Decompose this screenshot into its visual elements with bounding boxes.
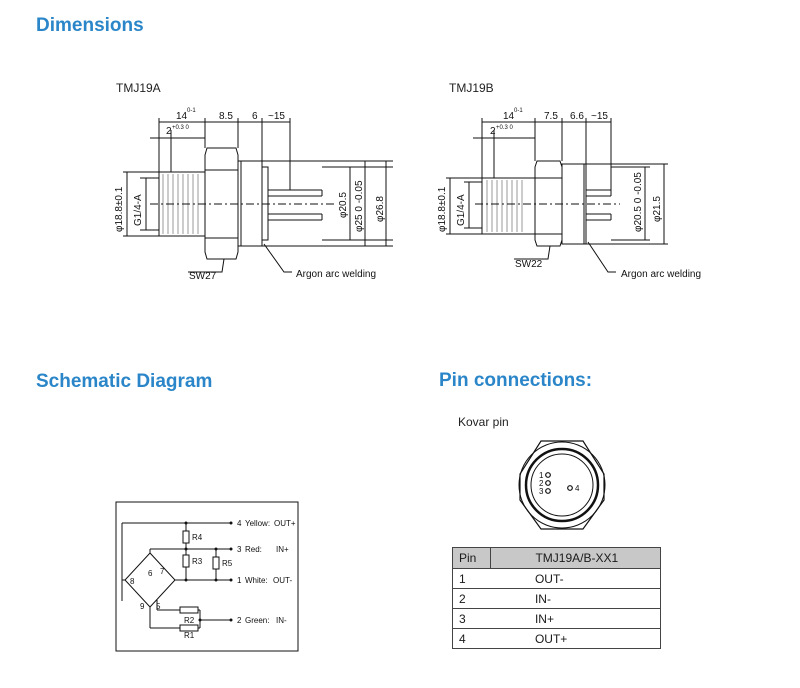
dim-a-top-6: 6 bbox=[252, 111, 258, 122]
node-9: 9 bbox=[140, 602, 145, 611]
schematic-diagram: R4 R3 R5 R2 R1 6 7 8 9 5 4 Yellow: OUT+ … bbox=[115, 501, 299, 652]
output-green-num: 2 bbox=[237, 616, 242, 625]
node-5: 5 bbox=[156, 602, 161, 611]
signal-cell: IN- bbox=[490, 588, 661, 609]
dim-b-phi-18-8: φ18.8±0.1 bbox=[437, 186, 448, 232]
table-row: 2 IN- bbox=[451, 588, 661, 609]
table-row: 4 OUT+ bbox=[451, 628, 661, 649]
dimension-drawing-b: 14 7.5 6.6 ~15 0-1 2 +0.3 0 φ18.8±0.1 G1… bbox=[437, 108, 701, 280]
pin-number-1: 1 bbox=[539, 471, 544, 480]
table-row: 3 IN+ bbox=[451, 608, 661, 629]
pin-header: Pin bbox=[451, 547, 492, 569]
dim-b-top-15: ~15 bbox=[591, 111, 608, 122]
schematic-heading: Schematic Diagram bbox=[36, 371, 213, 392]
dim-a-g14: G1/4-A bbox=[133, 194, 144, 226]
node-7: 7 bbox=[160, 567, 165, 576]
model-label-b: TMJ19B bbox=[449, 81, 494, 95]
node-6: 6 bbox=[148, 569, 153, 578]
node-8: 8 bbox=[130, 577, 135, 586]
output-red-num: 3 bbox=[237, 545, 242, 554]
dim-b-top-6-6: 6.6 bbox=[570, 111, 584, 122]
output-white-signal: OUT- bbox=[273, 576, 292, 585]
dim-a-top-15: ~15 bbox=[268, 111, 285, 122]
output-yellow-num: 4 bbox=[237, 519, 242, 528]
output-red-color: Red: bbox=[245, 545, 262, 554]
dim-b-top-14: 14 bbox=[503, 111, 515, 122]
dim-a-top-8-5: 8.5 bbox=[219, 111, 233, 122]
output-yellow-signal: OUT+ bbox=[274, 519, 296, 528]
output-yellow-color: Yellow: bbox=[245, 519, 270, 528]
label-r3: R3 bbox=[192, 557, 203, 566]
pin-cell: 4 bbox=[451, 628, 491, 649]
pin-connector-view: 1 2 3 4 bbox=[518, 440, 606, 530]
kovar-pin-caption: Kovar pin bbox=[458, 415, 509, 429]
dim-b-weld: Argon arc welding bbox=[621, 269, 701, 280]
table-row: 1 OUT- bbox=[451, 568, 661, 589]
model-header: TMJ19A/B-XX1 bbox=[490, 547, 661, 569]
pin-cell: 1 bbox=[451, 568, 491, 589]
dim-b-2: 2 bbox=[490, 126, 496, 137]
dimension-drawing-a: 14 8.5 6 ~15 0-1 2 +0.3 0 φ18.8±0.1 G1/4… bbox=[114, 108, 393, 282]
dim-a-tol-2: +0.3 0 bbox=[172, 125, 190, 131]
dim-a-tol-14: 0-1 bbox=[187, 108, 196, 114]
dimensions-heading: Dimensions bbox=[36, 15, 144, 36]
pin-number-4: 4 bbox=[575, 484, 580, 493]
signal-cell: IN+ bbox=[490, 608, 661, 629]
dim-a-phi-26-8: φ26.8 bbox=[375, 196, 386, 222]
label-r4: R4 bbox=[192, 533, 203, 542]
dim-a-weld: Argon arc welding bbox=[296, 269, 376, 280]
dim-b-top-7-5: 7.5 bbox=[544, 111, 558, 122]
dim-b-tol-2: +0.3 0 bbox=[496, 125, 514, 131]
dim-a-phi-18-8: φ18.8±0.1 bbox=[114, 186, 125, 232]
dim-b-tol-14: 0-1 bbox=[514, 108, 523, 114]
dim-b-g14: G1/4-A bbox=[456, 194, 467, 226]
pin-cell: 3 bbox=[451, 608, 491, 629]
model-label-a: TMJ19A bbox=[116, 81, 161, 95]
dim-a-phi-25: φ25 0 -0.05 bbox=[354, 180, 365, 232]
schematic-border bbox=[115, 501, 299, 652]
dim-a-top-14: 14 bbox=[176, 111, 188, 122]
pin-cell: 2 bbox=[451, 588, 491, 609]
pin-table: Pin TMJ19A/B-XX1 1 OUT- 2 IN- 3 IN+ 4 OU… bbox=[451, 547, 661, 649]
resistor-r3 bbox=[182, 554, 190, 568]
signal-cell: OUT+ bbox=[490, 628, 661, 649]
label-r1: R1 bbox=[184, 631, 195, 640]
resistor-r5 bbox=[212, 556, 220, 570]
pin-number-3: 3 bbox=[539, 487, 544, 496]
output-red-signal: IN+ bbox=[276, 545, 289, 554]
label-r2: R2 bbox=[184, 616, 195, 625]
label-r5: R5 bbox=[222, 559, 233, 568]
dim-a-sw27: SW27 bbox=[189, 271, 217, 282]
output-green-color: Green: bbox=[245, 616, 269, 625]
pin-connections-heading: Pin connections: bbox=[439, 370, 593, 391]
dim-a-2: 2 bbox=[166, 126, 172, 137]
pin-number-2: 2 bbox=[539, 479, 544, 488]
output-white-num: 1 bbox=[237, 576, 242, 585]
dim-b-phi-21-5: φ21.5 bbox=[652, 196, 663, 222]
resistor-r2 bbox=[179, 606, 199, 614]
dim-b-phi-20-5: φ20.5 0 -0.05 bbox=[633, 172, 644, 232]
output-white-color: White: bbox=[245, 576, 268, 585]
signal-cell: OUT- bbox=[490, 568, 661, 589]
pin-table-header: Pin TMJ19A/B-XX1 bbox=[451, 547, 661, 569]
output-green-signal: IN- bbox=[276, 616, 287, 625]
dim-a-phi-20-5: φ20.5 bbox=[338, 192, 349, 218]
dim-b-sw22: SW22 bbox=[515, 259, 543, 270]
